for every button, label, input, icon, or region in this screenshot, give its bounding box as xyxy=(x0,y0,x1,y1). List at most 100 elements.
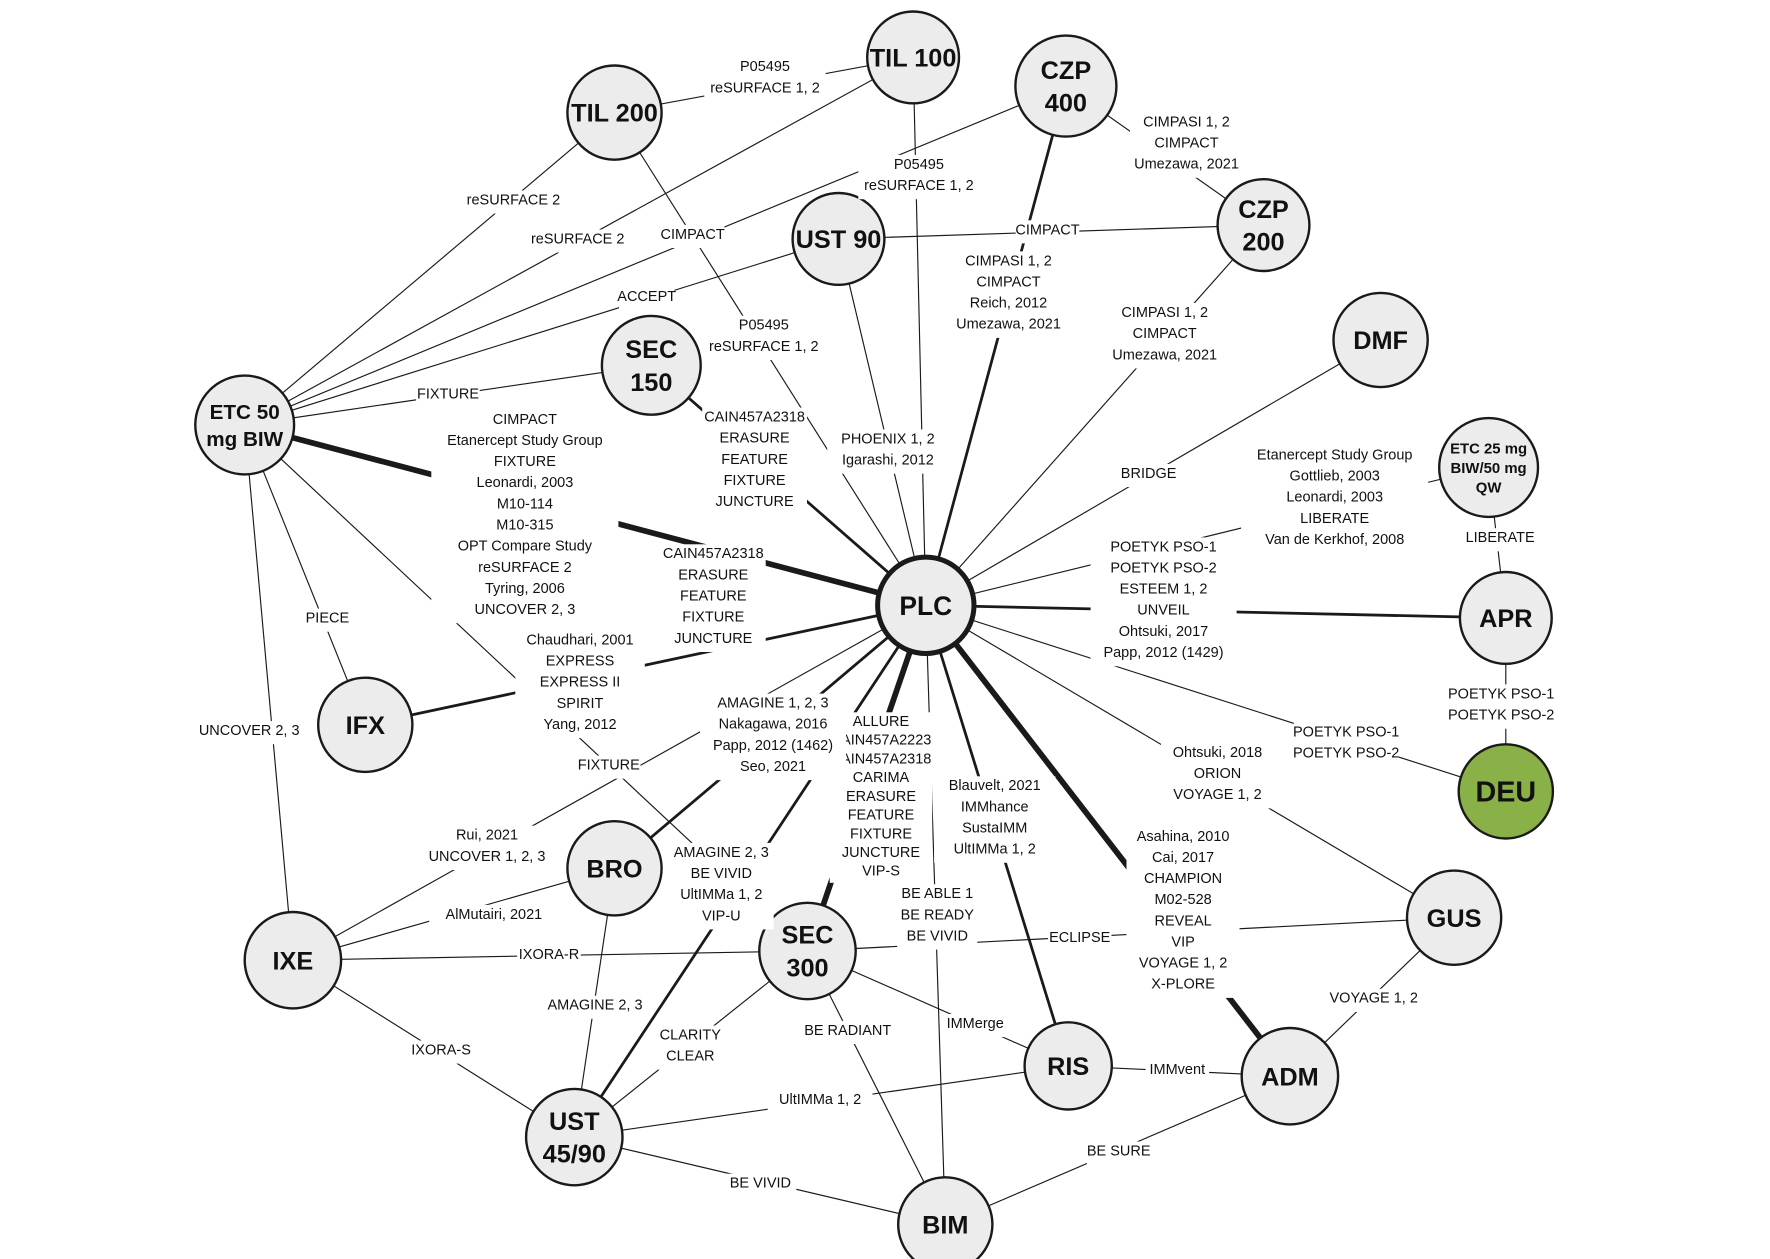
edge-label-text-sec300-plc-8: VIP-S xyxy=(862,864,900,880)
edge-label-dmf-plc: BRIDGE xyxy=(1121,463,1177,487)
edge-label-text-sec300-plc-7: JUNCTURE xyxy=(842,845,920,861)
edge-label-backdrop xyxy=(1448,684,1554,729)
edge-label-text-gus-plc-0: Ohtsuki, 2018 xyxy=(1173,745,1262,761)
node-circle-adm xyxy=(1240,1026,1340,1126)
node-label-ixe-0: IXE xyxy=(273,947,314,975)
edge-label-backdrop xyxy=(702,407,807,516)
edge-label-backdrop xyxy=(409,1040,473,1064)
edge-label-czp400-etc50: CIMPACT xyxy=(661,224,725,248)
node-label-deu-0: DEU xyxy=(1476,777,1537,809)
edge-label-text-bro-ixe-0: AlMutairi, 2021 xyxy=(446,907,543,923)
edge-label-backdrop xyxy=(1293,722,1399,767)
node-bim: BIM xyxy=(897,1176,994,1259)
edge-label-text-etc50-sec300-0: FIXTURE xyxy=(578,758,640,774)
node-ixe: IXE xyxy=(243,910,343,1010)
edge-label-bim-ust4590: BE VIVID xyxy=(724,1173,797,1197)
edge-label-text-bro-plc-3: Seo, 2021 xyxy=(740,759,806,775)
node-plc: PLC xyxy=(875,554,977,656)
node-label-plc-0: PLC xyxy=(899,591,952,621)
edge-label-text-deu-plc-0: POETYK PSO-1 xyxy=(1293,724,1399,740)
edge-label-etc25-apr: LIBERATE xyxy=(1464,528,1536,552)
edge-label-sec150-plc: CAIN457A2318ERASUREFEATUREFIXTUREJUNCTUR… xyxy=(702,407,807,516)
node-label-bim-0: BIM xyxy=(922,1212,968,1240)
edge-label-text-etc50-plc-5: M10-315 xyxy=(496,518,553,534)
edge-label-backdrop xyxy=(1325,988,1422,1012)
node-label-til200-0: TIL 200 xyxy=(571,100,658,128)
edge-label-text-apr-plc-5: Papp, 2012 (1429) xyxy=(1103,645,1223,661)
edge-label-backdrop xyxy=(829,712,933,883)
node-circle-apr xyxy=(1458,570,1553,666)
edge-label-text-czp200-plc-0: CIMPASI 1, 2 xyxy=(1121,305,1208,321)
node-dmf: DMF xyxy=(1332,291,1429,389)
node-circle-til200 xyxy=(566,64,663,161)
edge-label-text-sec300-plc-2: CAIN457A2318 xyxy=(831,751,932,767)
node-bro: BRO xyxy=(566,820,663,917)
node-label-bro-0: BRO xyxy=(586,855,642,883)
edge-czp400-etc50 xyxy=(244,85,1067,426)
edge-label-backdrop xyxy=(619,287,675,311)
edge-label-text-etc50-plc-7: reSURFACE 2 xyxy=(478,560,571,576)
edge-til200-etc50 xyxy=(244,112,615,426)
edge-label-sec300-plc: ALLURECAIN457A2223CAIN457A2318CARIMAERAS… xyxy=(829,712,933,883)
edge-bim-sec300 xyxy=(806,950,946,1225)
edge-label-text-ris-sec300-0: IMMerge xyxy=(947,1016,1004,1032)
node-label-apr-0: APR xyxy=(1479,605,1532,633)
edge-label-text-adm-plc-2: CHAMPION xyxy=(1144,871,1222,887)
edge-label-czp200-ust90: CIMPACT xyxy=(1015,220,1080,244)
edge-label-text-czp400-plc-1: CIMPACT xyxy=(976,275,1040,291)
edge-czp400-plc xyxy=(924,85,1068,606)
node-deu: DEU xyxy=(1457,743,1555,840)
edge-label-text-ust4590-sec300-1: CLEAR xyxy=(666,1049,714,1065)
node-label-czp400-1: 400 xyxy=(1045,90,1087,118)
edge-label-backdrop xyxy=(1015,220,1080,244)
edge-label-text-dmf-plc-0: BRIDGE xyxy=(1121,466,1177,482)
edge-label-text-apr-deu-0: POETYK PSO-1 xyxy=(1448,686,1554,702)
node-label-sec300-1: 300 xyxy=(786,955,828,983)
edge-label-backdrop xyxy=(1241,445,1429,554)
edge-label-text-gus-adm-0: VOYAGE 1, 2 xyxy=(1330,991,1418,1007)
edge-label-text-etc50-plc-1: Etanercept Study Group xyxy=(447,433,603,449)
edge-label-text-apr-plc-4: Ohtsuki, 2017 xyxy=(1119,624,1208,640)
edge-label-backdrop xyxy=(431,409,619,624)
edge-label-backdrop xyxy=(576,755,641,779)
edge-label-text-adm-plc-7: X-PLORE xyxy=(1151,977,1215,993)
edge-ust90-etc50 xyxy=(244,238,839,426)
edge-label-text-etc25-plc-1: Gottlieb, 2003 xyxy=(1290,469,1380,485)
edge-label-text-bim-sec300-0: BE RADIANT xyxy=(804,1023,891,1039)
edge-label-text-sec300-plc-3: CARIMA xyxy=(853,770,910,786)
edge-label-text-etc25-plc-2: Leonardi, 2003 xyxy=(1286,490,1383,506)
node-label-ust90-0: UST 90 xyxy=(796,226,882,254)
edge-label-backdrop xyxy=(803,1020,892,1044)
edge-label-text-etc25-plc-0: Etanercept Study Group xyxy=(1257,447,1413,463)
edge-label-text-czp400-plc-0: CIMPASI 1, 2 xyxy=(965,253,1052,269)
edge-label-ust4590-ixe: IXORA-S xyxy=(409,1040,473,1064)
edge-label-text-til200-plc-1: reSURFACE 1, 2 xyxy=(709,339,819,355)
edge-label-text-sec300-plc-4: ERASURE xyxy=(846,789,916,805)
node-circle-bro xyxy=(566,820,663,917)
edge-label-backdrop xyxy=(1086,1141,1151,1165)
node-circle-ust4590 xyxy=(524,1087,624,1187)
edge-label-text-etc50-ifx-0: PIECE xyxy=(306,611,350,627)
edge-label-backdrop xyxy=(952,251,1065,338)
node-label-czp200-1: 200 xyxy=(1242,229,1284,257)
edge-label-text-sec300-ixe-0: IXORA-R xyxy=(519,947,579,963)
edge-label-text-czp400-plc-3: Umezawa, 2021 xyxy=(956,317,1061,333)
edge-label-text-czp200-ust90-0: CIMPACT xyxy=(1015,222,1079,238)
edge-label-text-til200-til100-0: P05495 xyxy=(740,59,790,75)
edge-label-text-sec150-sec300-2: FEATURE xyxy=(680,589,747,605)
edge-label-text-sec300-plc-5: FEATURE xyxy=(848,808,915,824)
edge-label-text-ust4590-bro-0: AMAGINE 2, 3 xyxy=(547,998,642,1014)
edge-label-til100-etc50: reSURFACE 2 xyxy=(529,229,627,253)
